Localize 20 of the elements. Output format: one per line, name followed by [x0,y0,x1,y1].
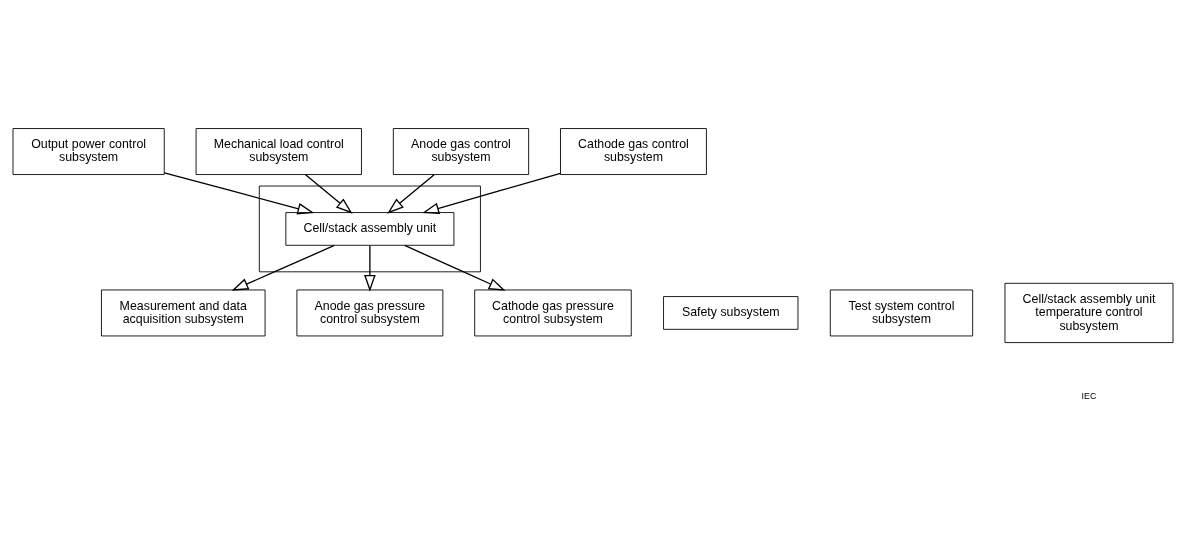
node-box: Cathode gas pressure control subsystem [474,289,632,336]
node-box: Cell/stack assembly unit [285,211,455,246]
arrow [387,173,435,214]
arrow [422,172,562,214]
arrow [163,171,315,214]
arrow [404,244,506,291]
node-box: Cathode gas control subsystem [560,127,707,175]
label: IEC [1081,390,1097,401]
node-box: Cell/stack assembly unit temperature control subsystem [1004,282,1174,343]
node-box: Measurement and data acquisition subsystem [101,289,266,336]
arrow [304,173,353,214]
node-box: Anode gas pressure control subsystem [296,289,444,336]
arrow [364,244,376,292]
node-box: Anode gas control subsystem [392,127,530,175]
node-box: Safety subsystem [663,295,799,330]
cluster [258,185,481,272]
node-box: Mechanical load control subsystem [195,127,362,175]
node-box: Test system control subsystem [829,289,974,336]
node-box: Output power control subsystem [12,127,165,175]
arrow [231,244,335,291]
